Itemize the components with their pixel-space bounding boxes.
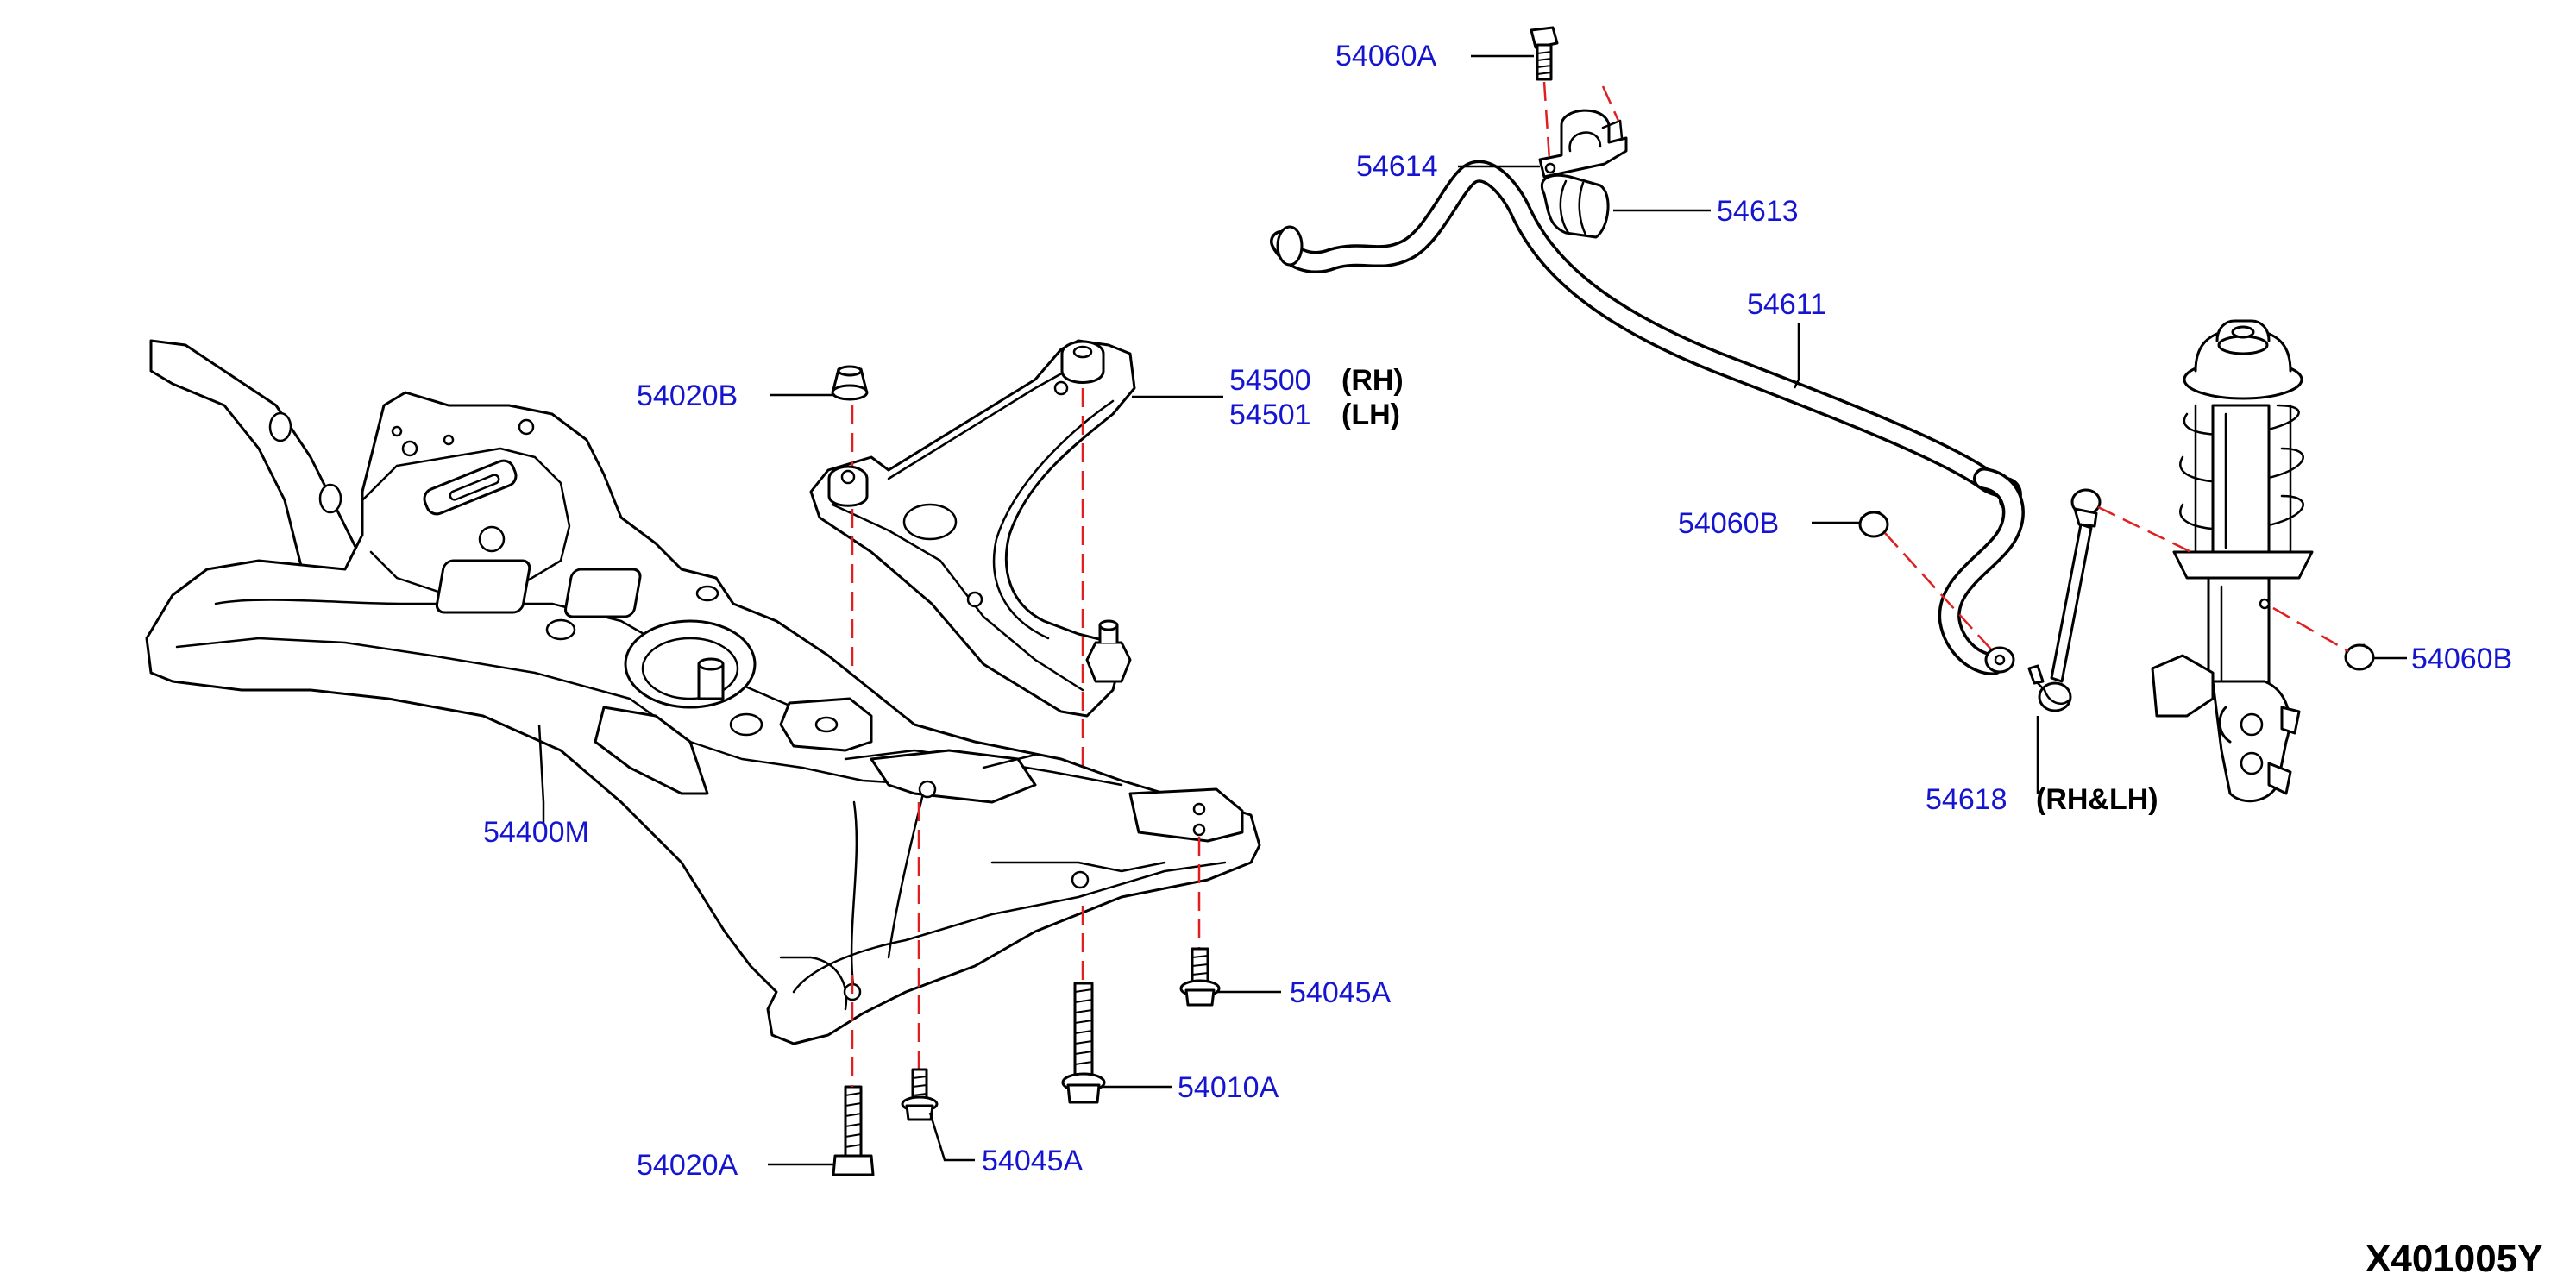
member-bolt-main-illustration <box>1061 982 1106 1104</box>
part-number-54618: 54618 <box>1926 783 2007 816</box>
center-line <box>2272 606 2349 653</box>
strut-nut-illustration <box>2344 643 2375 671</box>
part-number-54400m: 54400M <box>483 816 589 849</box>
side-label-rh-lh: (RH&LH) <box>2036 783 2158 816</box>
strut-assembly-illustration <box>2151 319 2314 803</box>
part-number-54060a: 54060A <box>1335 40 1437 72</box>
center-line <box>1601 85 1620 122</box>
side-label-lh: (LH) <box>1341 398 1400 431</box>
part-number-54020a: 54020A <box>637 1149 738 1182</box>
center-line <box>2097 505 2192 554</box>
stabilizer-link-illustration <box>2027 488 2102 712</box>
part-number-54614: 54614 <box>1356 150 1438 183</box>
arm-bolt-illustration <box>832 1085 875 1176</box>
lower-control-arm-illustration <box>809 339 1136 718</box>
part-number-54060b-right: 54060B <box>2411 643 2512 675</box>
member-bolt-lower-illustration <box>901 1068 939 1121</box>
clamp-bolt-illustration <box>1530 26 1559 81</box>
part-number-54611: 54611 <box>1747 288 1826 321</box>
stabilizer-bar-illustration <box>1270 160 2025 675</box>
part-number-54500: 54500 <box>1229 364 1311 397</box>
member-bolt-upper-illustration <box>1179 947 1221 1007</box>
stabilizer-bushing-illustration <box>1541 173 1610 239</box>
part-number-54020b: 54020B <box>637 380 738 412</box>
link-nut-illustration <box>1858 511 1889 538</box>
part-number-54010a: 54010A <box>1178 1071 1279 1104</box>
arm-bolt-nut-illustration <box>831 365 869 401</box>
leader-lines <box>537 54 2407 1166</box>
part-labels: 54060A 54614 54613 54611 54500 (RH) 5450… <box>483 40 2512 1182</box>
center-line <box>1542 81 1551 160</box>
figure-code: X401005Y <box>2366 1238 2543 1280</box>
part-number-54045a-lower: 54045A <box>982 1145 1084 1177</box>
part-number-54045a-upper: 54045A <box>1290 976 1392 1009</box>
suspension-member-illustration <box>145 339 1261 1045</box>
part-number-54060b-left: 54060B <box>1678 507 1779 540</box>
part-number-54613: 54613 <box>1717 195 1799 228</box>
center-line <box>1884 532 1994 652</box>
part-number-54501: 54501 <box>1229 398 1311 431</box>
side-label-rh: (RH) <box>1341 364 1404 397</box>
bushing-clamp-illustration <box>1538 109 1628 179</box>
